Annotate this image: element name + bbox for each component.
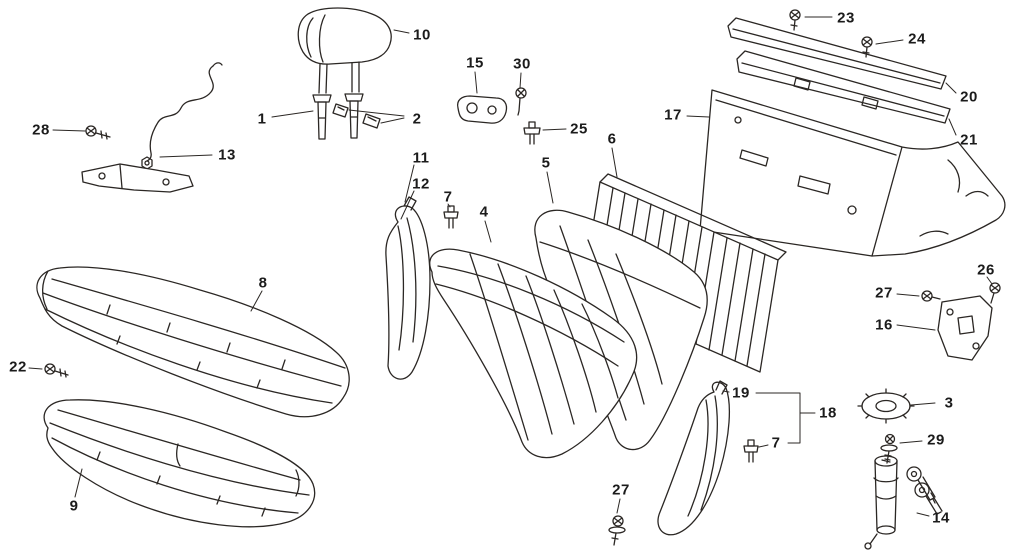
callout-27b: 27 bbox=[612, 481, 630, 499]
headrest bbox=[297, 7, 392, 94]
callout-27: 27 bbox=[875, 284, 893, 302]
bolster-left bbox=[385, 196, 431, 380]
callout-7: 7 bbox=[443, 188, 453, 206]
seat-back-cushion bbox=[429, 248, 638, 459]
leader-lines bbox=[28, 16, 993, 517]
clip-7-lower bbox=[743, 439, 759, 463]
callout-18: 18 bbox=[819, 404, 837, 422]
bolt-28 bbox=[85, 125, 111, 140]
headrest-guide-right bbox=[344, 93, 364, 139]
screw-30 bbox=[515, 87, 527, 116]
bolt-27-lower bbox=[608, 515, 626, 546]
callout-15: 15 bbox=[466, 54, 484, 72]
lock-cylinder-14 bbox=[864, 455, 943, 550]
bolt-29 bbox=[880, 433, 898, 464]
bolt-22 bbox=[44, 363, 69, 378]
bolt-27-right bbox=[921, 290, 941, 302]
callout-23: 23 bbox=[837, 9, 855, 27]
striker-plate-16 bbox=[937, 295, 993, 361]
callout-13: 13 bbox=[218, 146, 236, 164]
callout-7b: 7 bbox=[771, 434, 781, 452]
callout-17: 17 bbox=[664, 106, 682, 124]
callout-10: 10 bbox=[413, 26, 431, 44]
callout-24: 24 bbox=[908, 30, 926, 48]
callout-11: 11 bbox=[412, 149, 430, 167]
callout-16: 16 bbox=[875, 316, 893, 334]
callout-29: 29 bbox=[927, 431, 945, 449]
bolt-26 bbox=[989, 282, 1001, 304]
mount-bracket bbox=[81, 163, 194, 193]
headrest-guide-left bbox=[312, 94, 332, 140]
callout-25: 25 bbox=[570, 120, 588, 138]
callout-9: 9 bbox=[69, 497, 79, 515]
seat-cushion bbox=[43, 399, 316, 528]
cable-13 bbox=[141, 62, 223, 170]
callout-6: 6 bbox=[607, 130, 617, 148]
bolt-23 bbox=[789, 9, 801, 31]
latch-plate-15 bbox=[456, 95, 508, 124]
callout-14: 14 bbox=[932, 509, 950, 527]
callout-8: 8 bbox=[258, 274, 268, 292]
callout-28: 28 bbox=[32, 121, 50, 139]
callout-30: 30 bbox=[513, 55, 531, 73]
callout-21: 21 bbox=[960, 131, 978, 149]
callout-12: 12 bbox=[412, 175, 430, 193]
callout-26: 26 bbox=[977, 261, 995, 279]
callout-19: 19 bbox=[732, 384, 750, 402]
callout-22: 22 bbox=[9, 358, 27, 376]
shelf-rail-upper bbox=[727, 17, 947, 90]
clip-7-upper bbox=[443, 205, 459, 229]
bolt-24 bbox=[861, 36, 873, 58]
headrest-stays bbox=[332, 103, 381, 129]
seat-back bbox=[36, 266, 350, 418]
callout-5: 5 bbox=[541, 154, 551, 172]
callout-4: 4 bbox=[479, 203, 489, 221]
callout-2: 2 bbox=[412, 110, 422, 128]
grommet-3 bbox=[857, 388, 915, 424]
callout-20: 20 bbox=[960, 88, 978, 106]
callout-3: 3 bbox=[944, 394, 954, 412]
clip-25 bbox=[523, 121, 541, 145]
callout-1: 1 bbox=[257, 110, 267, 128]
rear-shelf-panel bbox=[699, 89, 1006, 257]
bolster-right bbox=[657, 380, 731, 536]
shelf-rail-lower bbox=[736, 50, 951, 124]
